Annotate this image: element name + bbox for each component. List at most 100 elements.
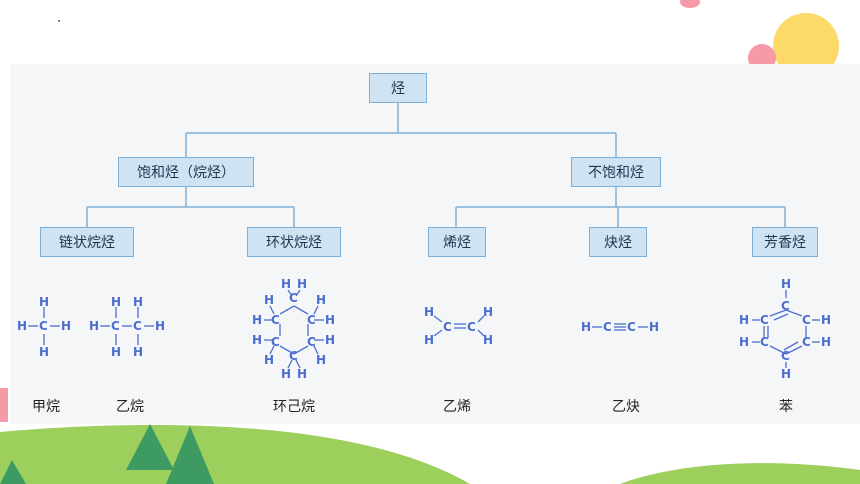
- node-cyclo-alkane: 环状烷烃: [247, 227, 341, 257]
- bond-line: [785, 345, 803, 355]
- carbon-atom: C: [802, 335, 811, 349]
- caption-ethene: 乙烯: [443, 399, 471, 415]
- node-alkyne: 炔烃: [589, 227, 647, 257]
- hydrogen-atom: H: [316, 353, 326, 367]
- carbon-atom: C: [781, 349, 790, 363]
- carbon-atom: C: [781, 299, 790, 313]
- hydrogen-atom: H: [424, 333, 434, 347]
- hydrogen-atom: H: [581, 320, 591, 334]
- bond-line: [785, 309, 803, 317]
- caption-ethane: 乙烷: [116, 399, 144, 415]
- bond-line: [769, 345, 787, 355]
- carbon-atom: C: [307, 335, 316, 349]
- hydrogen-atom: H: [264, 293, 274, 307]
- left-pink-stripe: [0, 388, 8, 422]
- hydrogen-atom: H: [89, 319, 99, 333]
- carbon-atom: C: [627, 320, 636, 334]
- bond-line: [287, 359, 293, 369]
- carbon-atom: C: [271, 335, 280, 349]
- hydrogen-atom: H: [325, 333, 335, 347]
- caption-methane: 甲烷: [32, 399, 60, 415]
- hydrogen-atom: H: [111, 345, 121, 359]
- hydrogen-atom: H: [133, 295, 143, 309]
- dot-mark: [58, 20, 60, 22]
- bond-line: [279, 305, 295, 315]
- hydrogen-atom: H: [316, 293, 326, 307]
- hill-shape: [0, 424, 470, 484]
- bond-line: [293, 305, 309, 315]
- hydrogen-atom: H: [325, 313, 335, 327]
- caption-benzene: 苯: [779, 399, 793, 415]
- hydrogen-atom: H: [111, 295, 121, 309]
- hydrogen-atom: H: [61, 319, 71, 333]
- node-saturated-hydrocarbon: 饱和烃（烷烃）: [118, 157, 254, 187]
- carbon-atom: C: [271, 313, 280, 327]
- hydrogen-atom: H: [297, 277, 307, 291]
- bond-line: [477, 329, 485, 337]
- hydrogen-atom: H: [739, 335, 749, 349]
- bond-line: [293, 345, 309, 355]
- hydrogen-atom: H: [781, 277, 791, 291]
- hydrogen-atom: H: [297, 367, 307, 381]
- sun-shape: [773, 13, 839, 79]
- hydrogen-atom: H: [424, 305, 434, 319]
- hydrogen-atom: H: [821, 313, 831, 327]
- hydrogen-atom: H: [739, 313, 749, 327]
- tree-shape: [126, 424, 174, 470]
- ethyne-formula: H C C H: [581, 320, 659, 334]
- hydrogen-atom: H: [264, 353, 274, 367]
- bond-line: [295, 289, 301, 297]
- carbon-atom: C: [443, 320, 452, 334]
- ethane-formula: H C C H H H H H: [89, 295, 165, 359]
- node-unsaturated-hydrocarbon: 不饱和烃: [571, 157, 661, 187]
- bond-line: [433, 315, 443, 323]
- node-aromatic: 芳香烃: [752, 227, 818, 257]
- node-alkene: 烯烃: [428, 227, 486, 257]
- hill-shape: [620, 463, 860, 484]
- petal-shape: [680, 0, 700, 8]
- carbon-atom: C: [603, 320, 612, 334]
- hydrogen-atom: H: [483, 333, 493, 347]
- ethene-formula: H H C C H H: [424, 305, 493, 347]
- bond-line: [279, 345, 295, 355]
- carbon-atom: C: [133, 319, 142, 333]
- hydrogen-atom: H: [821, 335, 831, 349]
- carbon-atom: C: [760, 335, 769, 349]
- bond-line: [313, 345, 319, 355]
- bond-line: [433, 329, 443, 337]
- bond-line: [269, 305, 275, 315]
- bond-line: [269, 345, 275, 355]
- bond-line: [783, 341, 799, 351]
- node-hydrocarbon: 烃: [369, 73, 427, 103]
- hydrogen-atom: H: [649, 320, 659, 334]
- hydrogen-atom: H: [252, 313, 262, 327]
- hydrogen-atom: H: [781, 367, 791, 381]
- hydrogen-atom: H: [155, 319, 165, 333]
- bond-line: [287, 289, 293, 297]
- carbon-atom: C: [111, 319, 120, 333]
- tree-shape: [0, 460, 26, 484]
- hydrogen-atom: H: [17, 319, 27, 333]
- bond-line: [313, 305, 319, 315]
- tree-shape: [166, 426, 214, 484]
- carbon-atom: C: [307, 313, 316, 327]
- hydrogen-atom: H: [39, 295, 49, 309]
- hydrogen-atom: H: [483, 305, 493, 319]
- carbon-atom: C: [467, 320, 476, 334]
- hydrogen-atom: H: [281, 277, 291, 291]
- hydrogen-atom: H: [281, 367, 291, 381]
- bond-line: [769, 309, 787, 317]
- carbon-atom: C: [802, 313, 811, 327]
- carbon-atom: C: [289, 349, 298, 363]
- bond-line: [477, 315, 485, 323]
- bond-line: [773, 313, 789, 321]
- carbon-atom: C: [289, 291, 298, 305]
- hydrogen-atom: H: [39, 345, 49, 359]
- caption-cyclohexane: 环己烷: [273, 399, 315, 415]
- bond-line: [295, 359, 301, 369]
- hydrogen-atom: H: [133, 345, 143, 359]
- carbon-atom: C: [39, 319, 48, 333]
